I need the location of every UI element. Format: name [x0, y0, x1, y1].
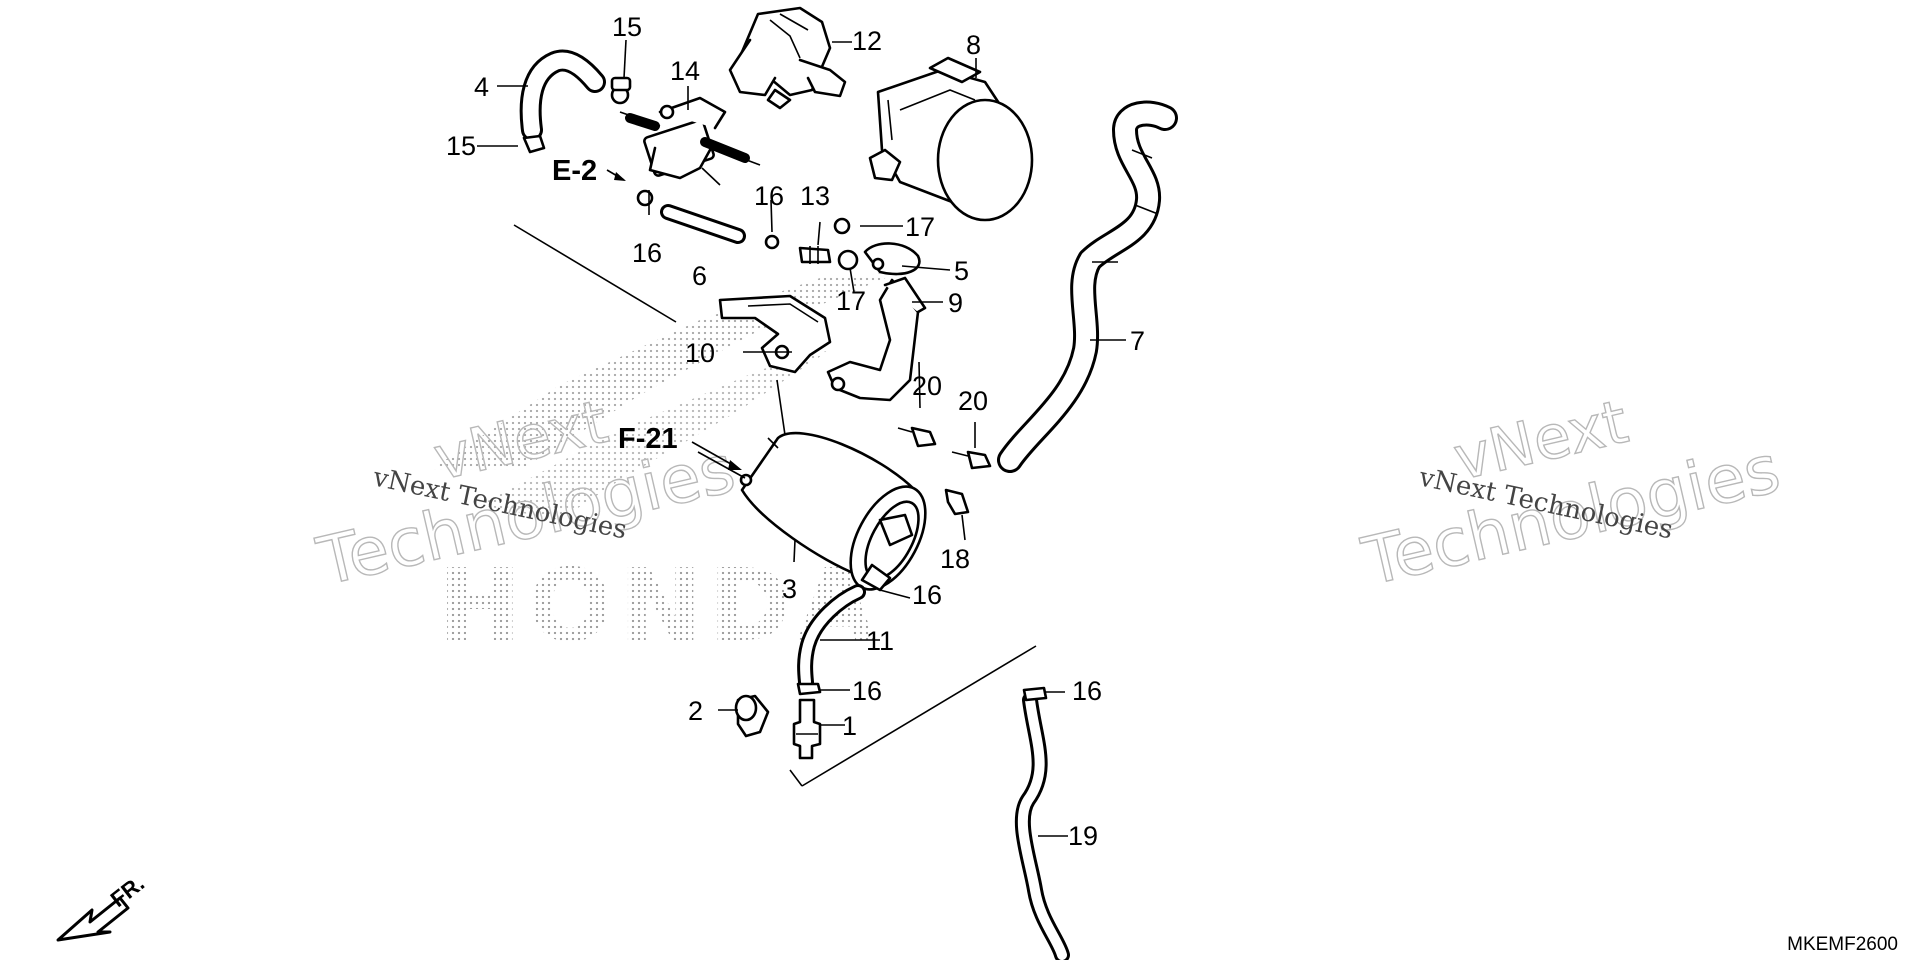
diagram-code: MKEMF2600	[1787, 934, 1898, 955]
part-9-bracket	[826, 276, 927, 402]
reference-labels: E-2 F-21	[552, 155, 742, 470]
part-12-sensor	[728, 6, 847, 110]
callout-6: 6	[692, 261, 707, 291]
callout-20-right: 20	[958, 386, 988, 416]
callout-13: 13	[800, 181, 830, 211]
part-8-cover	[868, 56, 1034, 222]
callout-12: 12	[852, 26, 882, 56]
callout-3: 3	[782, 574, 797, 604]
part-13-joint	[798, 217, 921, 276]
dotted-wing-shape-lower	[480, 350, 830, 520]
watermark-layer: HONDA vNext Technologies vNext Technolog…	[310, 272, 1787, 664]
callout-15-upper: 15	[612, 12, 642, 42]
callout-8: 8	[966, 30, 981, 60]
callout-14: 14	[670, 56, 700, 86]
callout-16-mid: 16	[754, 181, 784, 211]
callout-2: 2	[688, 696, 703, 726]
callout-15-lower: 15	[446, 131, 476, 161]
dotted-wing-shape	[430, 272, 900, 470]
callout-18: 18	[940, 544, 970, 574]
callout-20-left: 20	[912, 371, 942, 401]
callout-numbers: 1 2 3 4 5 6 7 8 9 10 11 12 13 14 15 15 1…	[446, 12, 1145, 851]
callout-5: 5	[954, 256, 969, 286]
callout-16-canister: 16	[912, 580, 942, 610]
callout-9: 9	[948, 288, 963, 318]
part-18-clip	[944, 488, 970, 516]
callout-4: 4	[474, 72, 489, 102]
callout-1: 1	[842, 711, 857, 741]
callout-11: 11	[866, 626, 894, 656]
callout-16-drain: 16	[1072, 676, 1102, 706]
front-arrow-marker: FR.	[56, 870, 149, 942]
part-15-clamp-lower	[522, 134, 546, 154]
part-7-long-hose	[997, 100, 1178, 473]
front-arrow-icon	[56, 896, 130, 942]
parts-layer	[519, 6, 1178, 960]
part-2-cap	[734, 694, 770, 738]
callout-17-upper: 17	[905, 212, 935, 242]
part-16-clamp-lower	[796, 682, 822, 696]
callout-10: 10	[685, 338, 715, 368]
part-14-solenoid-valve	[619, 96, 761, 180]
part-4-hose	[519, 49, 632, 141]
callout-19: 19	[1068, 821, 1098, 851]
part-20-bolts	[897, 426, 992, 470]
ref-f21: F-21	[618, 423, 678, 455]
callout-7: 7	[1130, 326, 1145, 356]
part-11-hose	[797, 584, 866, 690]
ref-e2: E-2	[552, 155, 597, 187]
callout-17-lower: 17	[836, 286, 866, 316]
callout-16-left: 16	[632, 238, 662, 268]
part-3-canister	[739, 431, 927, 592]
callout-16-hose: 16	[852, 676, 882, 706]
part-1-connector	[792, 698, 822, 760]
part-19-drain-hose	[1014, 686, 1070, 960]
leader-lines	[477, 39, 1126, 837]
